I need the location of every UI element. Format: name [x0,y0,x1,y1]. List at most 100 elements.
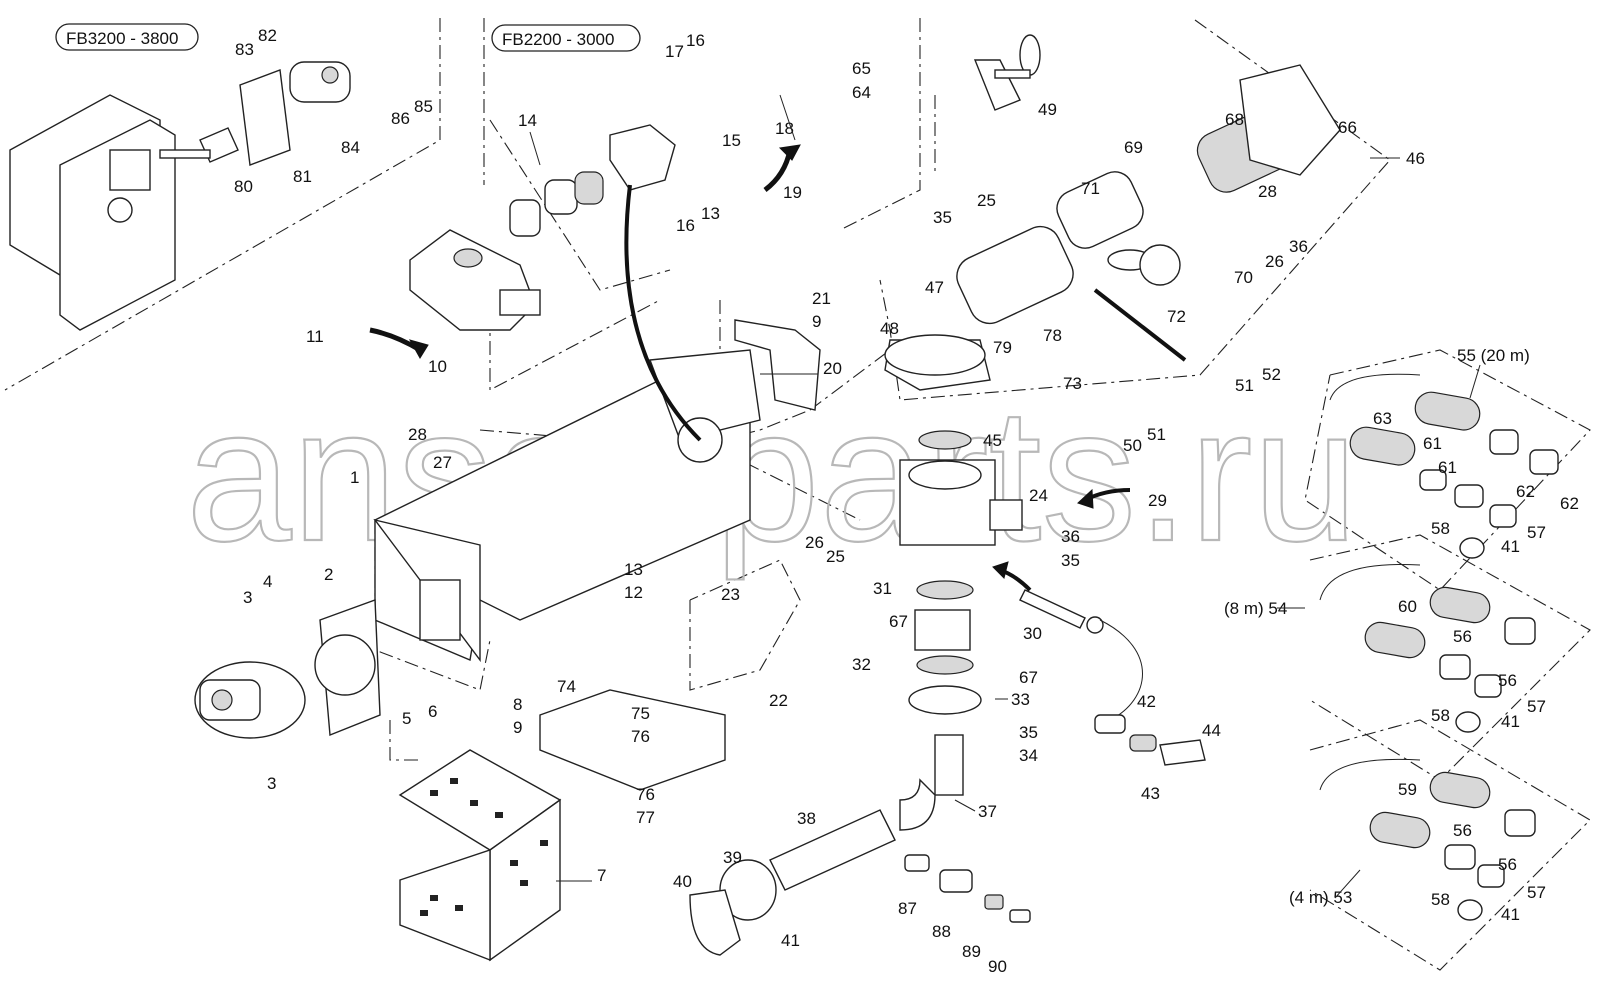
mesh-cover [398,749,562,962]
callout-82: 82 [258,26,277,45]
callout-35: 35 [1019,723,1038,742]
callout-12: 12 [624,583,643,602]
hose-kit-8m [1319,563,1536,733]
callout-4: 4 [263,572,272,591]
hose-kit-4m [1319,758,1536,921]
callout-9: 9 [513,718,522,737]
callout-61: 61 [1438,458,1457,477]
callout-62: 62 [1516,482,1535,501]
callout-37: 37 [978,802,997,821]
callout-40: 40 [673,872,692,891]
callout-79: 79 [993,338,1012,357]
callout-84: 84 [341,138,360,157]
callout-42: 42 [1137,692,1156,711]
callout-58: 58 [1431,890,1450,909]
callout-67: 67 [1019,668,1038,687]
callout-29: 29 [1148,491,1167,510]
callout-67: 67 [889,612,908,631]
callout-59: 59 [1398,780,1417,799]
callout-9: 9 [812,312,821,331]
callout-45: 45 [983,431,1002,450]
callout-86: 86 [391,109,410,128]
callout-43: 43 [1141,784,1160,803]
callout-83: 83 [235,40,254,59]
callout-76: 76 [631,727,650,746]
main-frame [373,349,761,663]
suction-pipe [689,809,896,956]
callout-3: 3 [243,588,252,607]
bracket-tray [539,689,726,791]
callout-44: 44 [1202,721,1221,740]
callout-71: 71 [1081,179,1100,198]
callout-46: 46 [1406,149,1425,168]
callout-51: 51 [1147,425,1166,444]
callout-56: 56 [1453,627,1472,646]
filter-pipe [884,64,1341,391]
callout-89: 89 [962,942,981,961]
callout-kit-4m: (4 m) 53 [1289,888,1352,907]
leader-lines [529,94,1481,899]
callout-19: 19 [783,183,802,202]
callout-22: 22 [769,691,788,710]
callout-81: 81 [293,167,312,186]
callout-41: 41 [1501,905,1520,924]
sensor-cable [1019,589,1143,721]
callout-21: 21 [812,289,831,308]
callout-6: 6 [428,702,437,721]
callout-60: 60 [1398,597,1417,616]
callout-49: 49 [1038,100,1057,119]
hydraulic-motor-lower [194,599,381,739]
callout-20: 20 [823,359,842,378]
callout-10: 10 [428,357,447,376]
callout-34: 34 [1019,746,1038,765]
callout-36: 36 [1289,237,1308,256]
callout-78: 78 [1043,326,1062,345]
callout-kit-20m: 55 (20 m) [1457,346,1530,365]
frame-bracket-upper [9,94,176,331]
couplings [1094,714,1206,766]
callout-2: 2 [324,565,333,584]
callout-58: 58 [1431,519,1450,538]
callout-65: 65 [852,59,871,78]
callout-38: 38 [797,809,816,828]
callout-15: 15 [722,131,741,150]
callout-36: 36 [1061,527,1080,546]
callout-66: 66 [1338,118,1357,137]
fittings [904,854,1031,923]
callout-69: 69 [1124,138,1143,157]
variant-box-fb2200: FB2200 - 3000 [491,24,641,52]
callout-85: 85 [414,97,433,116]
callout-41: 41 [1501,712,1520,731]
callout-52: 52 [1262,365,1281,384]
callout-90: 90 [988,957,1007,976]
watermark: ansat-parts.ru [186,369,1358,581]
callouts: 1 2 3 3 4 5 6 7 8 9 9 10 11 12 13 13 14 … [234,26,1579,976]
callout-70: 70 [1234,268,1253,287]
variant-label-fb2200: FB2200 - 3000 [502,30,614,49]
flow-arrows [369,144,1187,592]
valve-manifold [899,430,1023,831]
callout-28: 28 [408,425,427,444]
callout-76: 76 [636,785,655,804]
callout-26: 26 [1265,252,1284,271]
callout-64: 64 [852,83,871,102]
callout-47: 47 [925,278,944,297]
callout-16: 16 [686,31,705,50]
callout-13: 13 [624,560,643,579]
callout-35: 35 [1061,551,1080,570]
hose-kit-20m [1329,373,1559,559]
callout-50: 50 [1123,436,1142,455]
callout-63: 63 [1373,409,1392,428]
mount-bracket [734,319,821,411]
callout-57: 57 [1527,523,1546,542]
callout-13: 13 [701,204,720,223]
callout-72: 72 [1167,307,1186,326]
callout-48: 48 [880,319,899,338]
callout-14: 14 [518,111,537,130]
callout-27: 27 [433,453,452,472]
callout-58: 58 [1431,706,1450,725]
callout-30: 30 [1023,624,1042,643]
callout-16: 16 [676,216,695,235]
callout-68: 68 [1225,110,1244,129]
